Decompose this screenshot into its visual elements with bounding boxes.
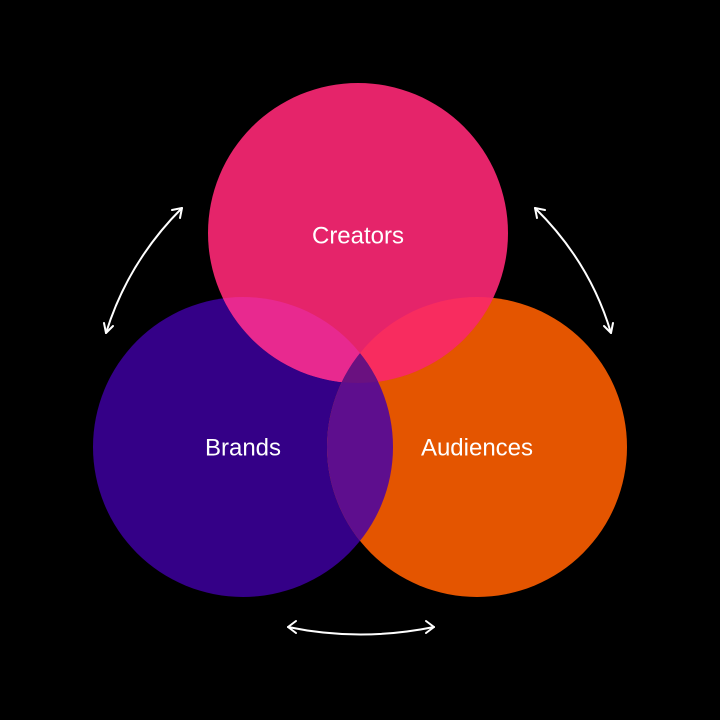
creators-brands-overlap [208,297,393,383]
creators-label: Creators [312,222,404,249]
creators-audiences-overlap [327,297,508,383]
brands-label: Brands [205,434,281,461]
brands-creators-arrow [103,207,183,334]
creators-audiences-arrow [534,207,614,334]
brands-audiences-arrow [287,620,435,636]
audiences-label: Audiences [421,434,533,461]
